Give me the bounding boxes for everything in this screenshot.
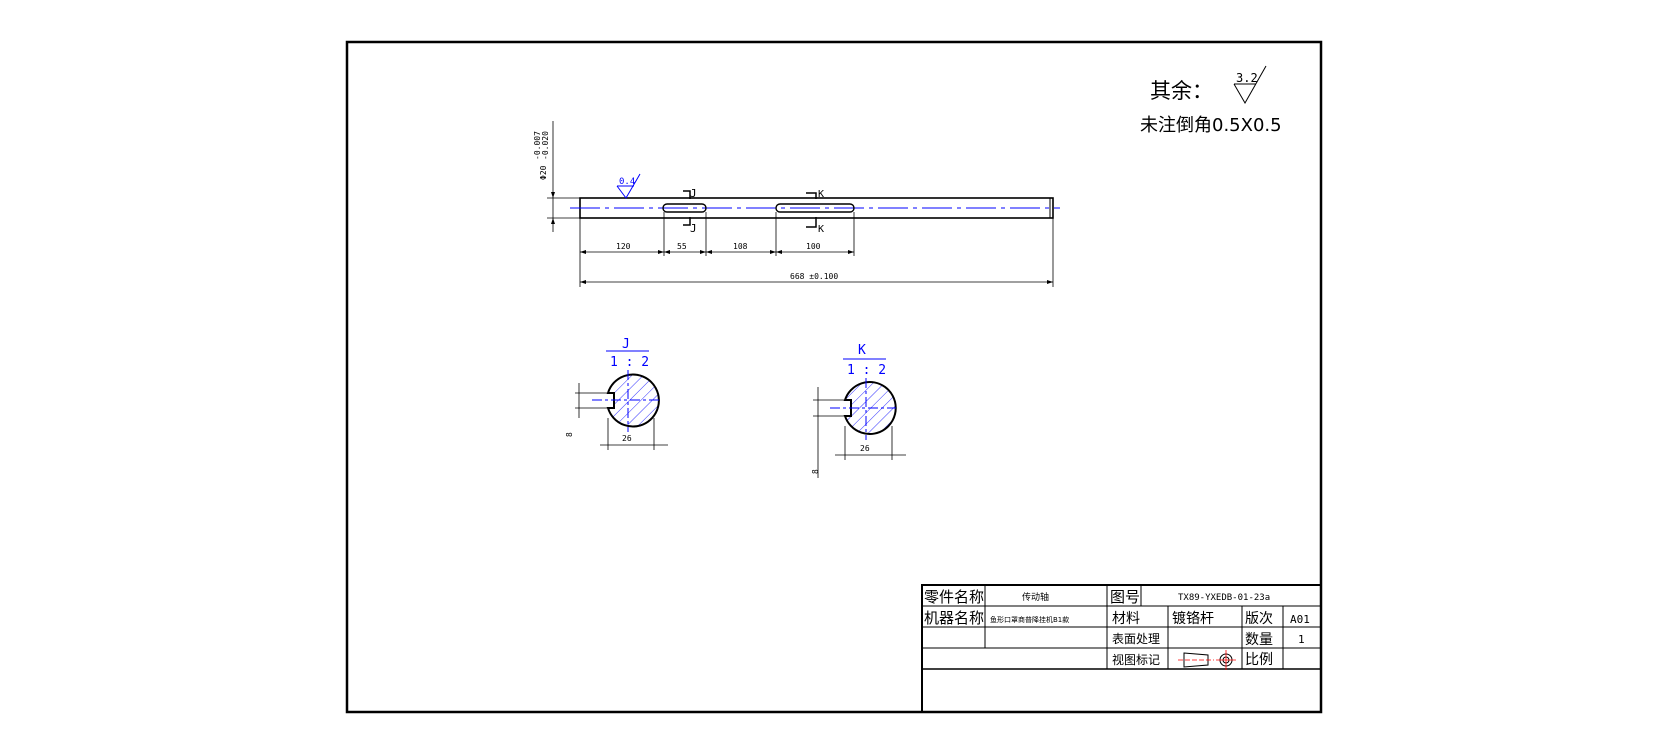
machine-name-value: 鱼形口罩商普降挂机B1款 <box>990 615 1069 624</box>
dim-55: 55 <box>677 242 687 251</box>
title-block: 零件名称 传动轴 图号 TX89-YXEDB-01-23a 机器名称 鱼形口罩商… <box>921 584 1322 713</box>
local-roughness-value: 0.4 <box>619 177 635 187</box>
roughness-value: 3.2 <box>1236 71 1258 85</box>
local-roughness-symbol <box>616 173 641 199</box>
section-j-width: 26 <box>622 434 632 443</box>
section-k-view: K 1 : 2 8 26 <box>811 343 906 478</box>
keyway-k <box>775 203 855 213</box>
quantity-label: 数量 <box>1245 632 1273 648</box>
part-name-label: 零件名称 <box>924 588 984 606</box>
machine-name-label: 机器名称 <box>924 609 984 627</box>
dim-120: 120 <box>616 242 631 251</box>
part-name-value: 传动轴 <box>1022 591 1049 603</box>
section-j-view: J 1 : 2 8 26 <box>565 337 668 450</box>
keyway-j <box>662 203 707 213</box>
roughness-symbol <box>1233 65 1267 105</box>
section-j-scale: 1 : 2 <box>610 355 649 370</box>
sheet-border <box>345 40 1323 714</box>
dim-overall: 668 ±0.100 <box>790 272 838 281</box>
section-mark-j-top: J <box>690 187 697 200</box>
general-notes: 其余： 3.2 未注倒角0.5X0.5 <box>1140 65 1282 136</box>
section-j-depth: 8 <box>565 432 574 437</box>
surface-label: 表面处理 <box>1112 632 1160 646</box>
section-mark-k-top: K <box>818 189 824 200</box>
roughness-prefix: 其余： <box>1150 79 1213 103</box>
dim-100: 100 <box>806 242 821 251</box>
quantity-value: 1 <box>1298 633 1305 646</box>
tolerance-lower: -0.020 <box>541 131 550 160</box>
projection-symbol <box>1178 650 1236 670</box>
section-k-depth: 8 <box>811 469 820 474</box>
section-k-name: K <box>858 343 866 358</box>
material-label: 材料 <box>1112 611 1140 627</box>
section-j-name: J <box>622 337 630 352</box>
section-k-width: 26 <box>860 444 870 453</box>
tolerance-upper: -0.007 <box>533 131 542 160</box>
version-value: A01 <box>1290 613 1310 626</box>
section-mark-j-bottom: J <box>690 222 697 235</box>
view-mark-label: 视图标记 <box>1112 652 1160 667</box>
drawing-no-label: 图号 <box>1110 588 1140 606</box>
material-value: 镀铬杆 <box>1172 610 1214 627</box>
shaft-view: Φ20 -0.007 -0.020 0.4 J J K K 120 55 <box>533 121 1060 287</box>
dim-108: 108 <box>733 242 748 251</box>
version-label: 版次 <box>1245 611 1273 627</box>
drawing-no-value: TX89-YXEDB-01-23a <box>1178 593 1270 603</box>
diameter-label: Φ20 <box>539 165 548 180</box>
section-k-scale: 1 : 2 <box>847 363 886 378</box>
chamfer-note: 未注倒角0.5X0.5 <box>1140 115 1282 136</box>
scale-label: 比例 <box>1245 652 1273 668</box>
section-mark-k-bottom: K <box>818 224 824 235</box>
